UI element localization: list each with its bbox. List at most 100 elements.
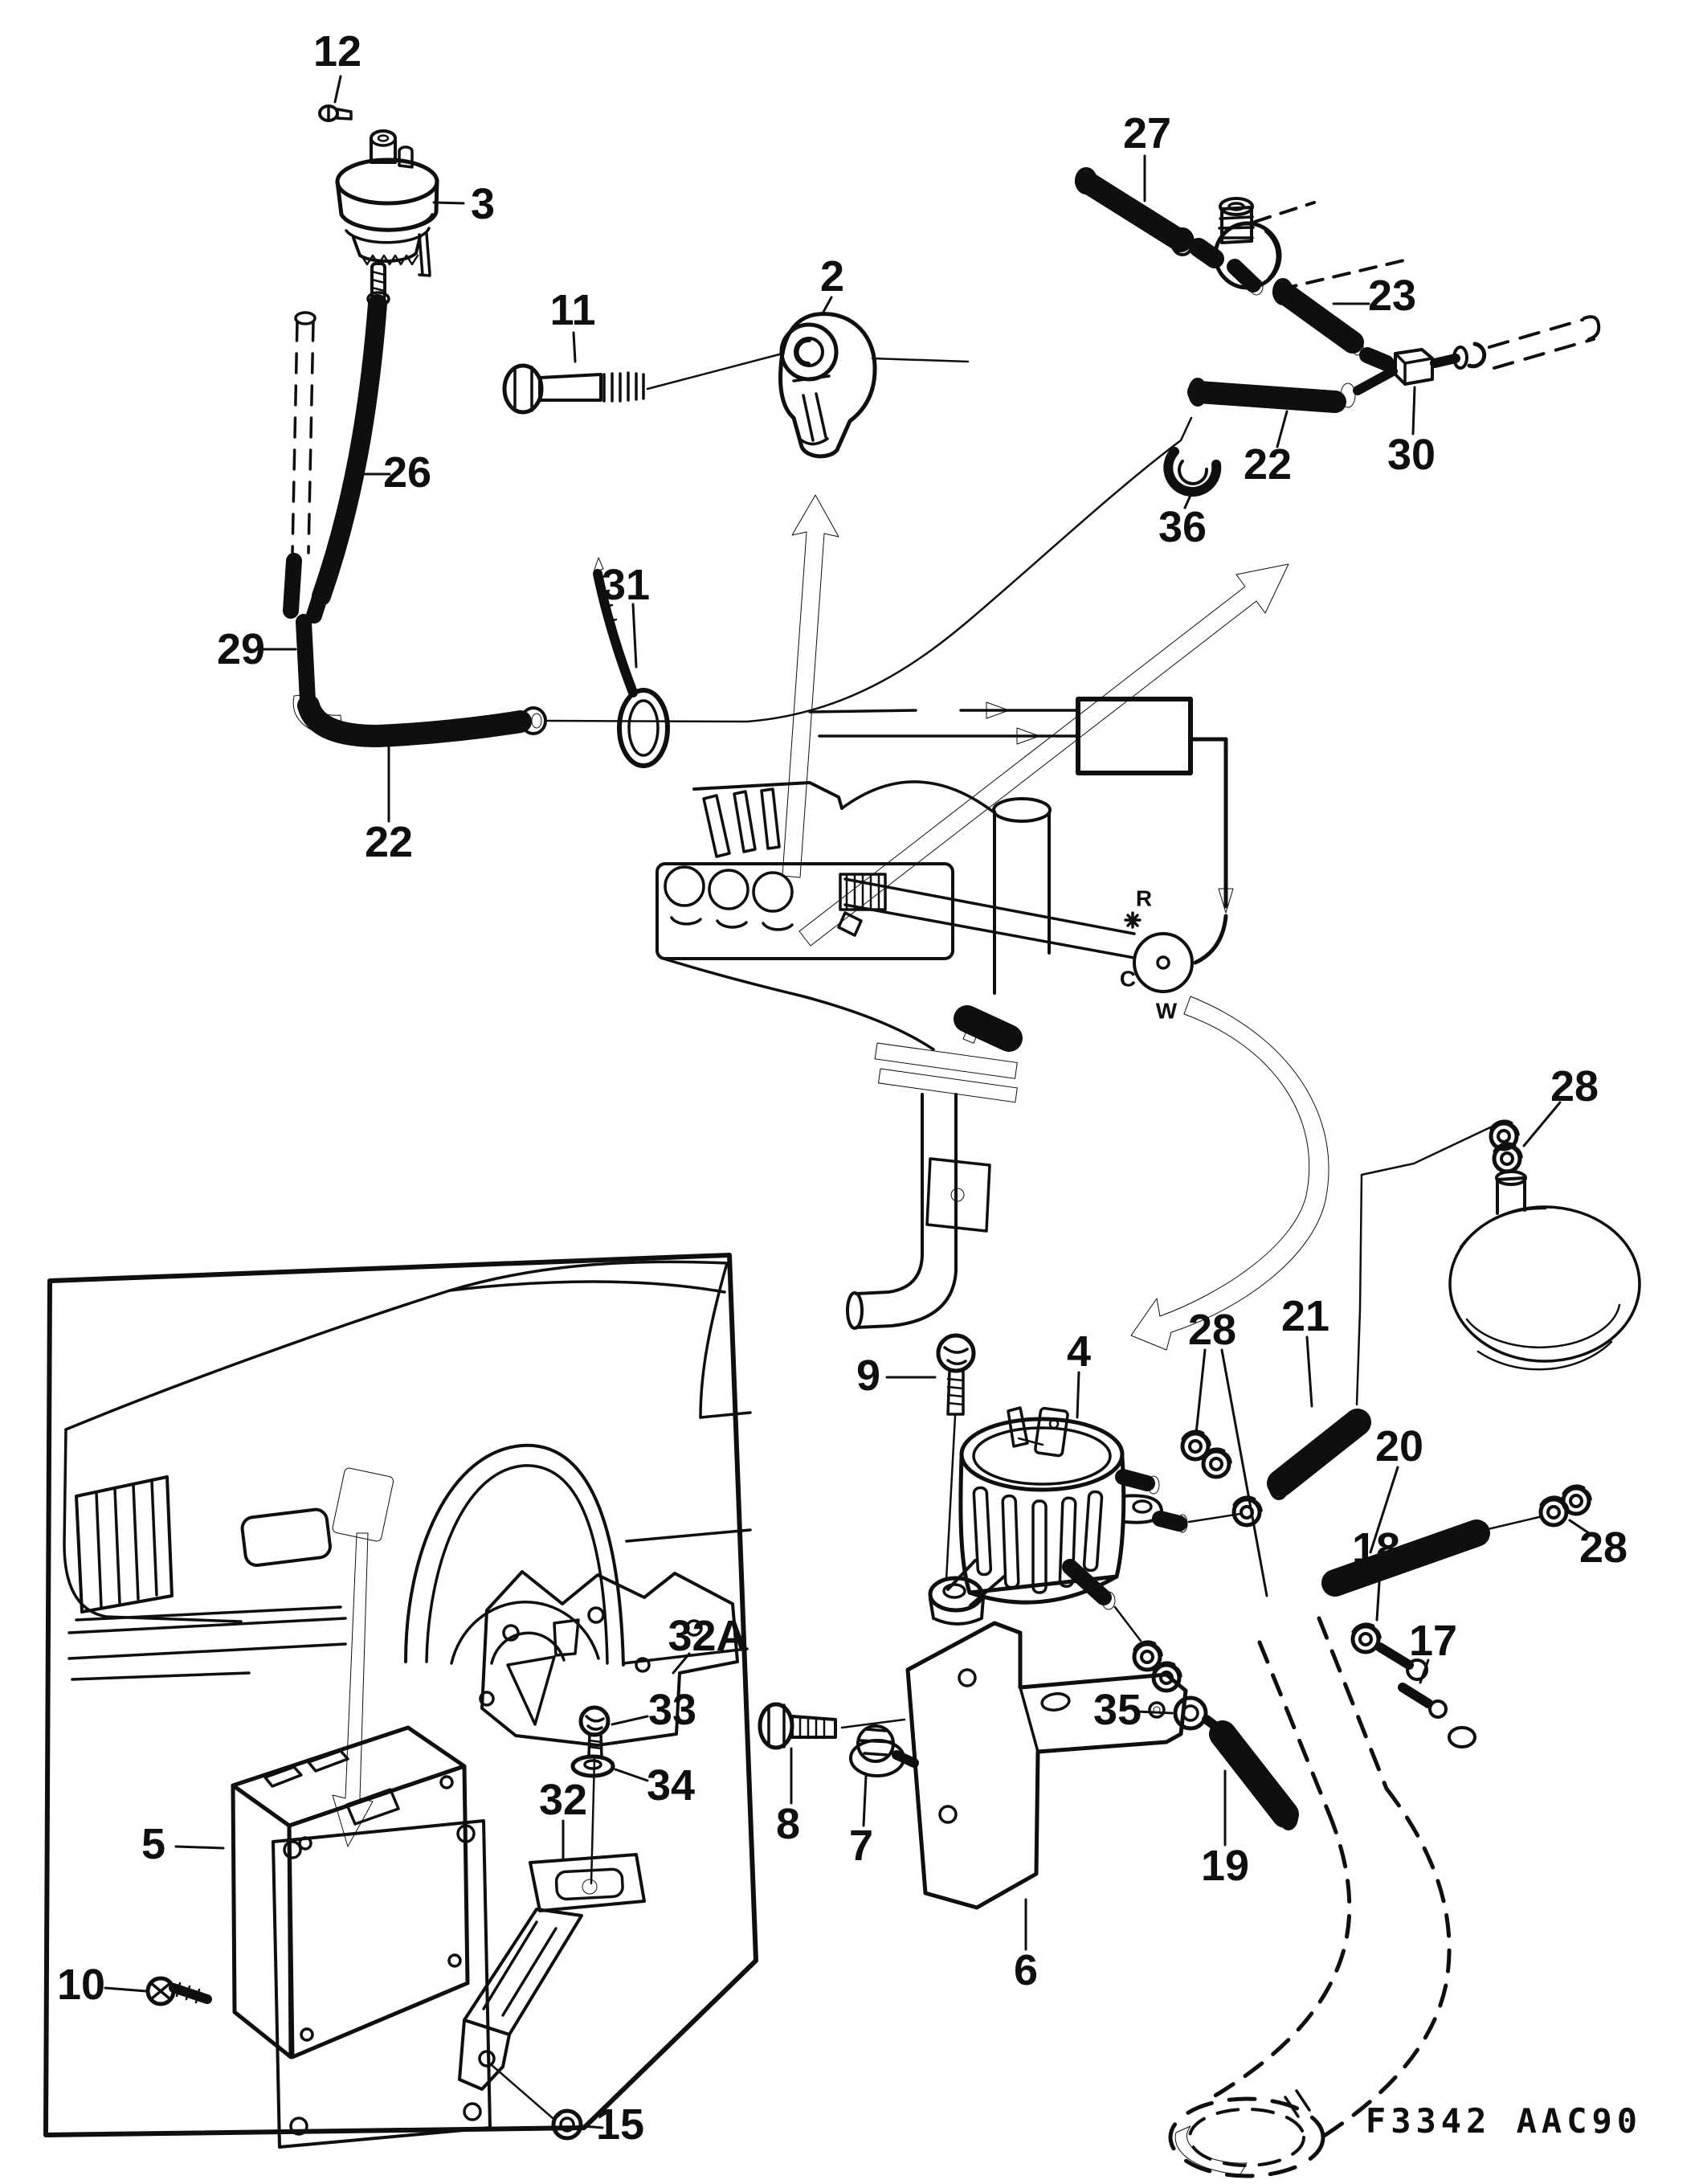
hose-22-left-icon <box>292 693 547 747</box>
callout-leader-32A <box>672 1652 691 1675</box>
bracket-6-icon <box>905 1621 1188 1910</box>
callout-leader-28 <box>1568 1519 1593 1536</box>
hose-26-icon <box>312 291 390 606</box>
locator-arrow-up <box>782 494 839 878</box>
callout-4: 4 <box>1067 1327 1091 1376</box>
cable-tie-31-icon <box>593 557 670 768</box>
callout-19: 19 <box>1201 1842 1249 1890</box>
callout-leader-15 <box>582 2125 604 2129</box>
callout-9: 9 <box>856 1352 880 1400</box>
hose-27-icon <box>1075 167 1195 256</box>
bracket-32A-icon <box>479 1570 739 1747</box>
callout-7: 7 <box>849 1822 873 1870</box>
dashed-pipe-icon <box>291 311 317 554</box>
callout-10: 10 <box>57 1961 105 2009</box>
intake-duct-dashed-icon <box>1168 1616 1452 2178</box>
callout-leader-7 <box>862 1774 868 1827</box>
hose-20-icon <box>1321 1515 1541 1597</box>
inset-border <box>43 1253 758 2137</box>
callout-28: 28 <box>1550 1062 1599 1110</box>
callout-leader-20 <box>1369 1466 1399 1554</box>
callout-27: 27 <box>1123 109 1171 157</box>
callout-leader-28 <box>1522 1101 1562 1147</box>
callout-leader-30 <box>1411 386 1416 436</box>
callout-leader-17 <box>1419 1658 1430 1684</box>
callout-22: 22 <box>1244 440 1292 489</box>
callout-3: 3 <box>471 180 495 228</box>
dashed-hose-icon <box>1488 315 1601 370</box>
callout-leader-12 <box>333 75 342 104</box>
callout-18: 18 <box>1352 1524 1400 1573</box>
callout-leader-28 <box>1220 1348 1268 1597</box>
callout-23: 23 <box>1368 272 1416 320</box>
connector-29-icon <box>283 553 328 709</box>
hose-21-icon <box>1267 1409 1371 1500</box>
locator-arrow-down <box>332 1532 374 1847</box>
bolt-7-icon <box>849 1724 919 1777</box>
callout-21: 21 <box>1281 1292 1329 1340</box>
hose-22-right-icon <box>1187 366 1398 413</box>
callout-leader-3 <box>432 201 465 205</box>
hose-19-icon <box>1209 1720 1299 1830</box>
callout-leader-36 <box>1183 490 1194 509</box>
hose-tee-group <box>1075 167 1601 497</box>
nut-15-icon <box>551 2108 583 2141</box>
callout-28: 28 <box>1579 1523 1628 1572</box>
clamp-28-c-icon <box>1234 1498 1261 1525</box>
bracket-6-group <box>758 1621 1188 1910</box>
vacuum-valve-3-icon <box>335 129 439 301</box>
screw-33-icon <box>578 1705 611 1885</box>
callout-32A: 32A <box>668 1612 747 1660</box>
callout-leader-35 <box>1135 1710 1174 1715</box>
callout-35: 35 <box>1093 1686 1142 1734</box>
callout-leader-31 <box>631 603 638 669</box>
callout-17: 17 <box>1409 1617 1457 1665</box>
callout-31: 31 <box>602 561 650 609</box>
knock-sensor-2-icon <box>778 312 877 459</box>
screw-12-icon <box>318 104 353 122</box>
callout-leader-18 <box>1375 1568 1382 1622</box>
bracket-32-icon <box>458 1853 646 2120</box>
valve-4-icon <box>928 1406 1242 1642</box>
clamp-28-right2-icon <box>1563 1487 1591 1514</box>
callout-leader-4 <box>1076 1371 1080 1419</box>
callout-5: 5 <box>141 1820 165 1868</box>
callout-leader-11 <box>572 331 577 363</box>
callout-20: 20 <box>1375 1422 1423 1470</box>
callout-33: 33 <box>648 1686 696 1734</box>
car-illustration <box>63 1260 752 1847</box>
callout-12: 12 <box>313 27 361 76</box>
vacuum-dome-group <box>1355 1122 1641 1406</box>
callout-22: 22 <box>365 818 413 866</box>
bolt-10-icon <box>145 1976 212 2006</box>
fitting-17-icon <box>1398 1683 1476 1748</box>
callout-C: C <box>1120 967 1136 992</box>
clip-36-icon <box>1163 447 1222 497</box>
locator-arrow-upright <box>798 563 1289 947</box>
ecu-location-marker <box>332 1467 394 1542</box>
callout-26: 26 <box>383 448 431 497</box>
screw-9-icon <box>936 1333 976 1581</box>
callout-32: 32 <box>539 1776 587 1824</box>
callout-leader-34 <box>614 1768 649 1782</box>
callout-R: R <box>1136 886 1152 911</box>
vacuum-valve-group <box>283 104 1193 768</box>
callout-15: 15 <box>596 2100 644 2149</box>
callout-leader-33 <box>611 1715 649 1726</box>
tee-valve-icon <box>1189 197 1406 296</box>
locator-arrow-curved <box>1130 996 1329 1351</box>
callout-2: 2 <box>820 252 844 301</box>
callout-leader-28 <box>1195 1348 1207 1435</box>
engine-schematic <box>656 697 1234 1330</box>
callout-leader-21 <box>1305 1335 1313 1408</box>
callout-6: 6 <box>1014 1946 1038 1994</box>
clamp-28-b-icon <box>1203 1450 1231 1477</box>
callout-30: 30 <box>1387 431 1436 479</box>
callout-leader-22 <box>1276 410 1289 448</box>
fitting-18-icon <box>1353 1625 1428 1681</box>
callout-34: 34 <box>647 1761 695 1810</box>
callout-8: 8 <box>776 1800 800 1848</box>
washer-34-icon <box>570 1754 615 1778</box>
callout-W: W <box>1156 999 1178 1024</box>
